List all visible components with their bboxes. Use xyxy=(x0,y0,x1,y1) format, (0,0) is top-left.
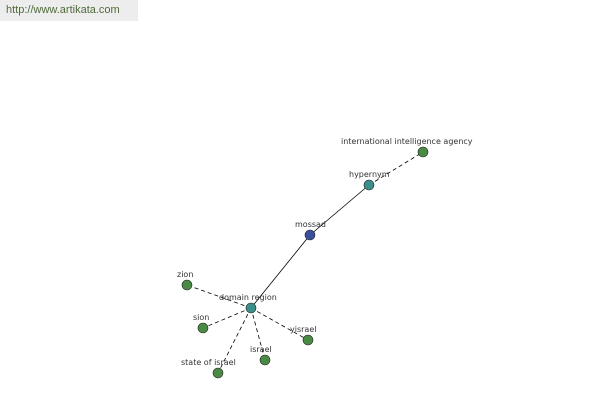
edge-domain-sion xyxy=(202,307,252,329)
node-circle-stateofisrael[interactable] xyxy=(212,367,224,379)
node-circle-yisrael[interactable] xyxy=(302,334,314,346)
node-israel[interactable]: israel xyxy=(250,345,272,366)
nodes-layer: mossad hypernym international intelligence… xyxy=(177,137,473,379)
node-label-domain[interactable]: domain region xyxy=(219,293,277,302)
node-label-zion[interactable]: zion xyxy=(177,270,193,279)
node-label-israel[interactable]: israel xyxy=(250,345,272,354)
node-mossad[interactable]: mossad xyxy=(295,220,326,241)
edge-domain-zion xyxy=(186,284,252,309)
node-label-yisrael[interactable]: yisrael xyxy=(290,325,316,334)
node-label-mossad[interactable]: mossad xyxy=(295,220,326,229)
node-circle-zion[interactable] xyxy=(181,279,193,291)
site-url-banner[interactable]: http://www.artikata.com xyxy=(0,0,138,21)
edge-domain-yisrael xyxy=(250,307,309,341)
node-circle-intl[interactable] xyxy=(417,146,429,158)
node-sion[interactable]: sion xyxy=(193,313,209,334)
node-label-intl[interactable]: international intelligence agency xyxy=(341,137,473,146)
edge-mossad-hypernym xyxy=(309,184,370,236)
node-circle-israel[interactable] xyxy=(259,354,271,366)
edge-hypernym-intl xyxy=(368,151,424,186)
node-label-stateofisrael[interactable]: state of israel xyxy=(181,358,236,367)
node-circle-hypernym[interactable] xyxy=(363,179,375,191)
node-zion[interactable]: zion xyxy=(177,270,193,291)
edges-layer xyxy=(186,151,424,374)
node-domain[interactable]: domain region xyxy=(219,293,277,314)
node-label-sion[interactable]: sion xyxy=(193,313,209,322)
node-yisrael[interactable]: yisrael xyxy=(290,325,316,346)
edge-mossad-domain xyxy=(250,234,311,309)
node-circle-domain[interactable] xyxy=(245,302,257,314)
node-stateofisrael[interactable]: state of israel xyxy=(181,358,236,379)
node-hypernym[interactable]: hypernym xyxy=(349,170,390,191)
node-circle-mossad[interactable] xyxy=(304,229,316,241)
edge-domain-stateofisrael xyxy=(217,307,252,374)
node-intl[interactable]: international intelligence agency xyxy=(341,137,473,158)
node-circle-sion[interactable] xyxy=(197,322,209,334)
edge-domain-israel xyxy=(250,307,266,361)
node-label-hypernym[interactable]: hypernym xyxy=(349,170,390,179)
